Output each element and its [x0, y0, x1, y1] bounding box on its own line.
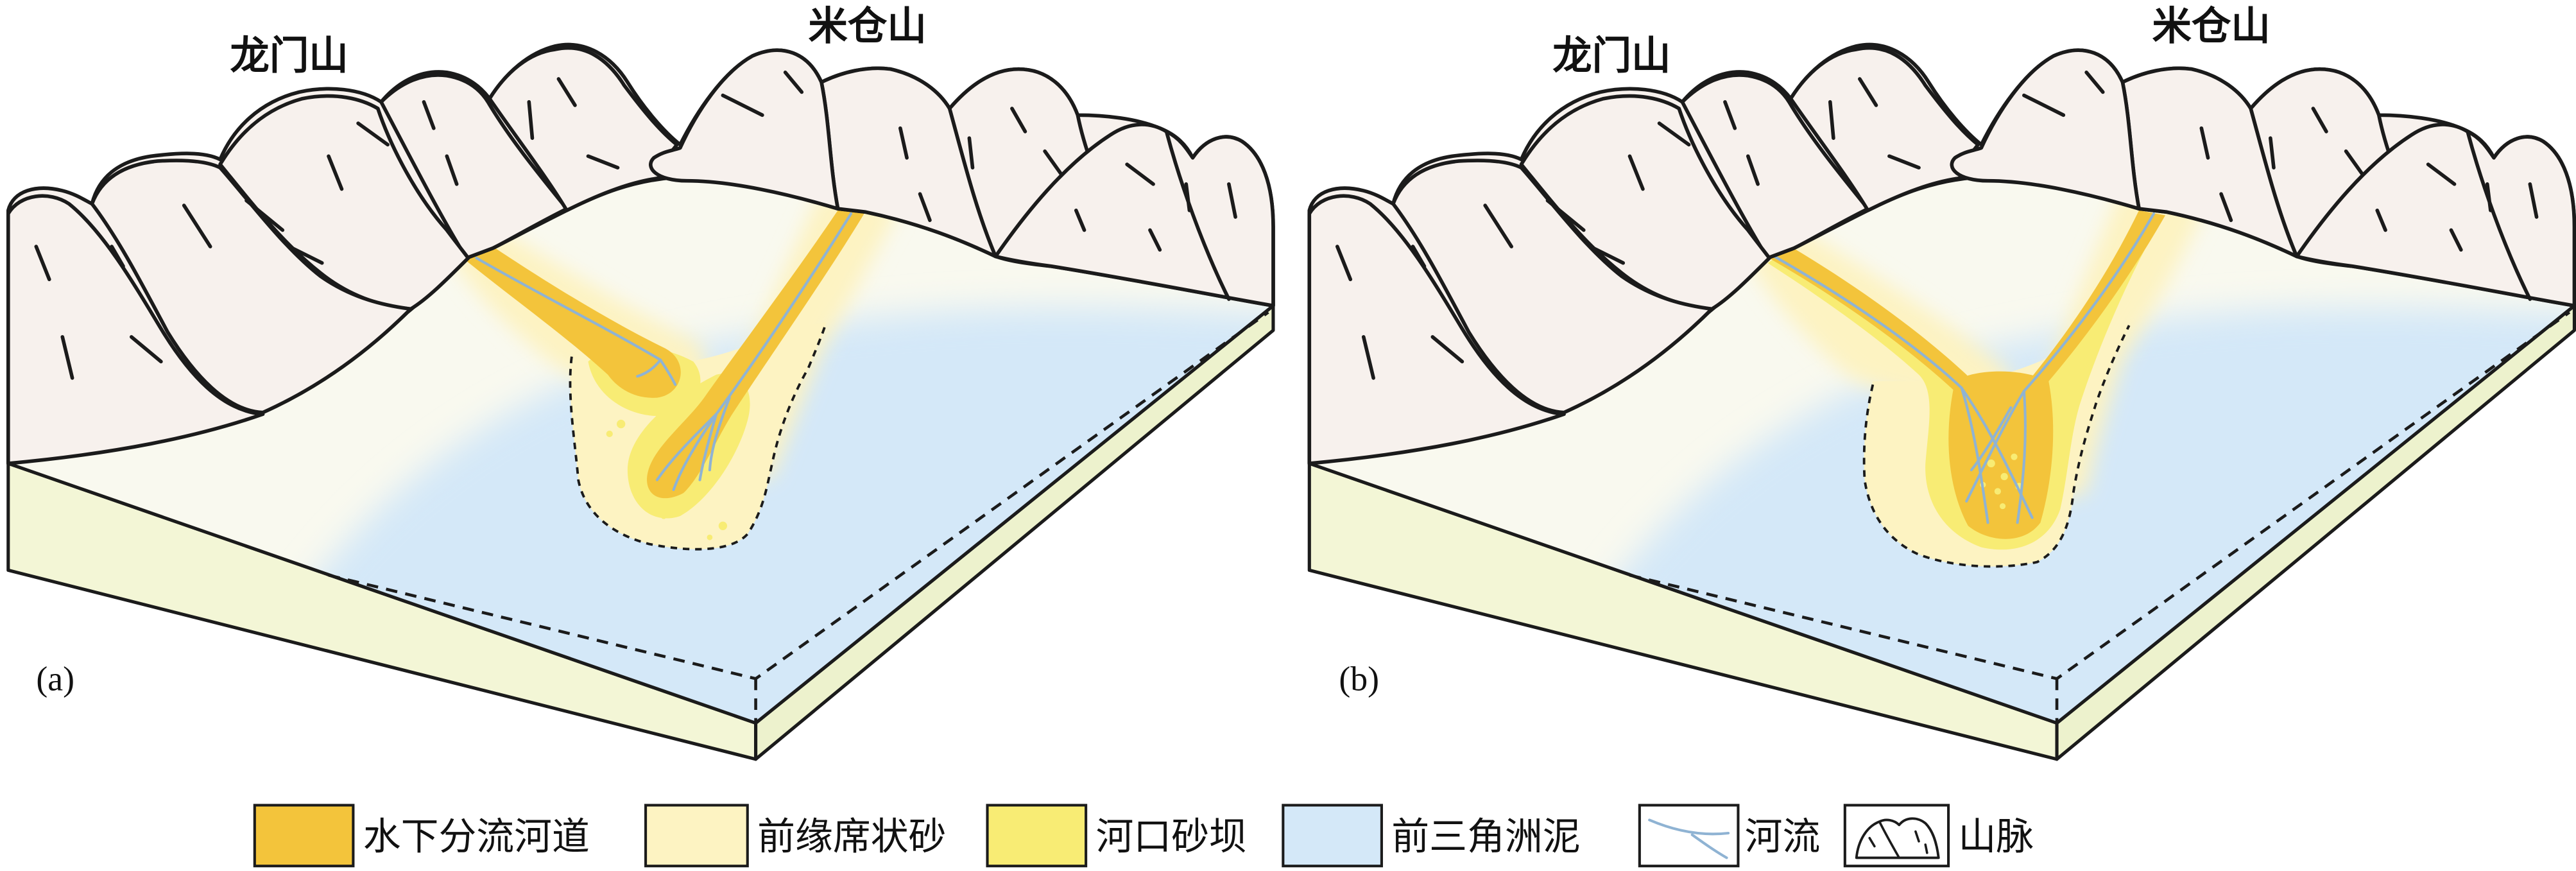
legend-item-mouth-bar: 河口砂坝 — [986, 804, 1247, 868]
panel-b-label: (b) — [1339, 659, 1379, 698]
legend-label-sheet-sand: 前缘席状砂 — [757, 815, 946, 859]
sheet-sand-dashed-boundary — [569, 322, 828, 551]
sand-dot — [617, 419, 626, 429]
panel-b-left-range-label: 龙门山 — [1552, 33, 1670, 79]
sand-dot — [660, 513, 667, 519]
panel-a-label: (a) — [36, 659, 74, 698]
sand-dot — [606, 430, 613, 438]
sheet-sand-dashed-boundary — [1862, 325, 2131, 568]
legend-item-prodelta-mud: 前三角洲泥 — [1282, 804, 1581, 868]
river-right — [1965, 212, 2156, 503]
river-left-branch — [636, 358, 677, 386]
mountain-icon-outline — [1855, 817, 1940, 859]
river-right-branch — [1970, 390, 2027, 524]
sand-dot — [2011, 453, 2018, 460]
sand-dot — [647, 504, 655, 512]
river-left — [475, 256, 662, 361]
legend-label-mouth-bar: 河口砂坝 — [1095, 815, 1246, 859]
panel-a-delta — [443, 189, 900, 551]
legend-item-distributary-channel: 水下分流河道 — [253, 804, 590, 868]
distributary-channel-left — [465, 246, 681, 398]
legend-label-prodelta-mud: 前三角洲泥 — [1391, 815, 1580, 859]
legend-swatch-distributary-channel — [253, 804, 355, 868]
panel-b-rivers — [1773, 212, 2156, 524]
river-right-branch — [655, 396, 731, 481]
legend-item-sheet-sand: 前缘席状砂 — [644, 804, 946, 868]
legend-label-mountain: 山脉 — [1958, 815, 2034, 859]
distributary-channel-left — [1765, 246, 1973, 395]
legend-label-distributary-channel: 水下分流河道 — [363, 815, 590, 859]
legend-swatch-sheet-sand — [644, 804, 749, 868]
panel-b: 龙门山 米仓山 (b) — [1309, 4, 2576, 773]
sand-dot — [718, 521, 728, 530]
mountain-icon — [1855, 817, 1940, 859]
panel-a-rivers — [475, 212, 853, 492]
sand-dot — [2000, 472, 2008, 481]
river-icon-main-stroke — [1648, 818, 1730, 836]
legend-swatch-prodelta-mud — [1282, 804, 1383, 868]
river-icon-branch-stroke — [1690, 833, 1728, 859]
sand-dot — [1999, 503, 2006, 510]
river-left-branch — [1960, 386, 2034, 519]
legend-label-river: 河流 — [1745, 815, 1821, 859]
legend: 水下分流河道 前缘席状砂 河口砂坝 前三角洲泥 河流 — [253, 804, 2034, 868]
sand-dot — [1987, 459, 1995, 468]
mountain-icon-ridge-strokes — [1868, 820, 1928, 859]
mouth-bar-fan — [1767, 215, 2159, 550]
river-right — [672, 212, 853, 492]
sand-dot — [707, 534, 713, 540]
legend-item-mountain: 山脉 — [1843, 804, 2034, 868]
panel-a-left-range-label: 龙门山 — [230, 33, 348, 79]
distributary-channel-right — [647, 210, 864, 499]
mouth-bar-dots — [606, 419, 728, 540]
legend-item-river: 河流 — [1638, 804, 1821, 868]
panel-b-delta — [1741, 184, 2208, 568]
panel-a-right-range-label: 米仓山 — [808, 4, 926, 49]
panel-b-right-range-label: 米仓山 — [2152, 4, 2271, 49]
river-icon — [1648, 818, 1730, 859]
sand-dot — [1994, 488, 2002, 495]
panel-a: 龙门山 米仓山 (a) — [8, 4, 1331, 773]
legend-swatch-mouth-bar — [986, 804, 1088, 868]
